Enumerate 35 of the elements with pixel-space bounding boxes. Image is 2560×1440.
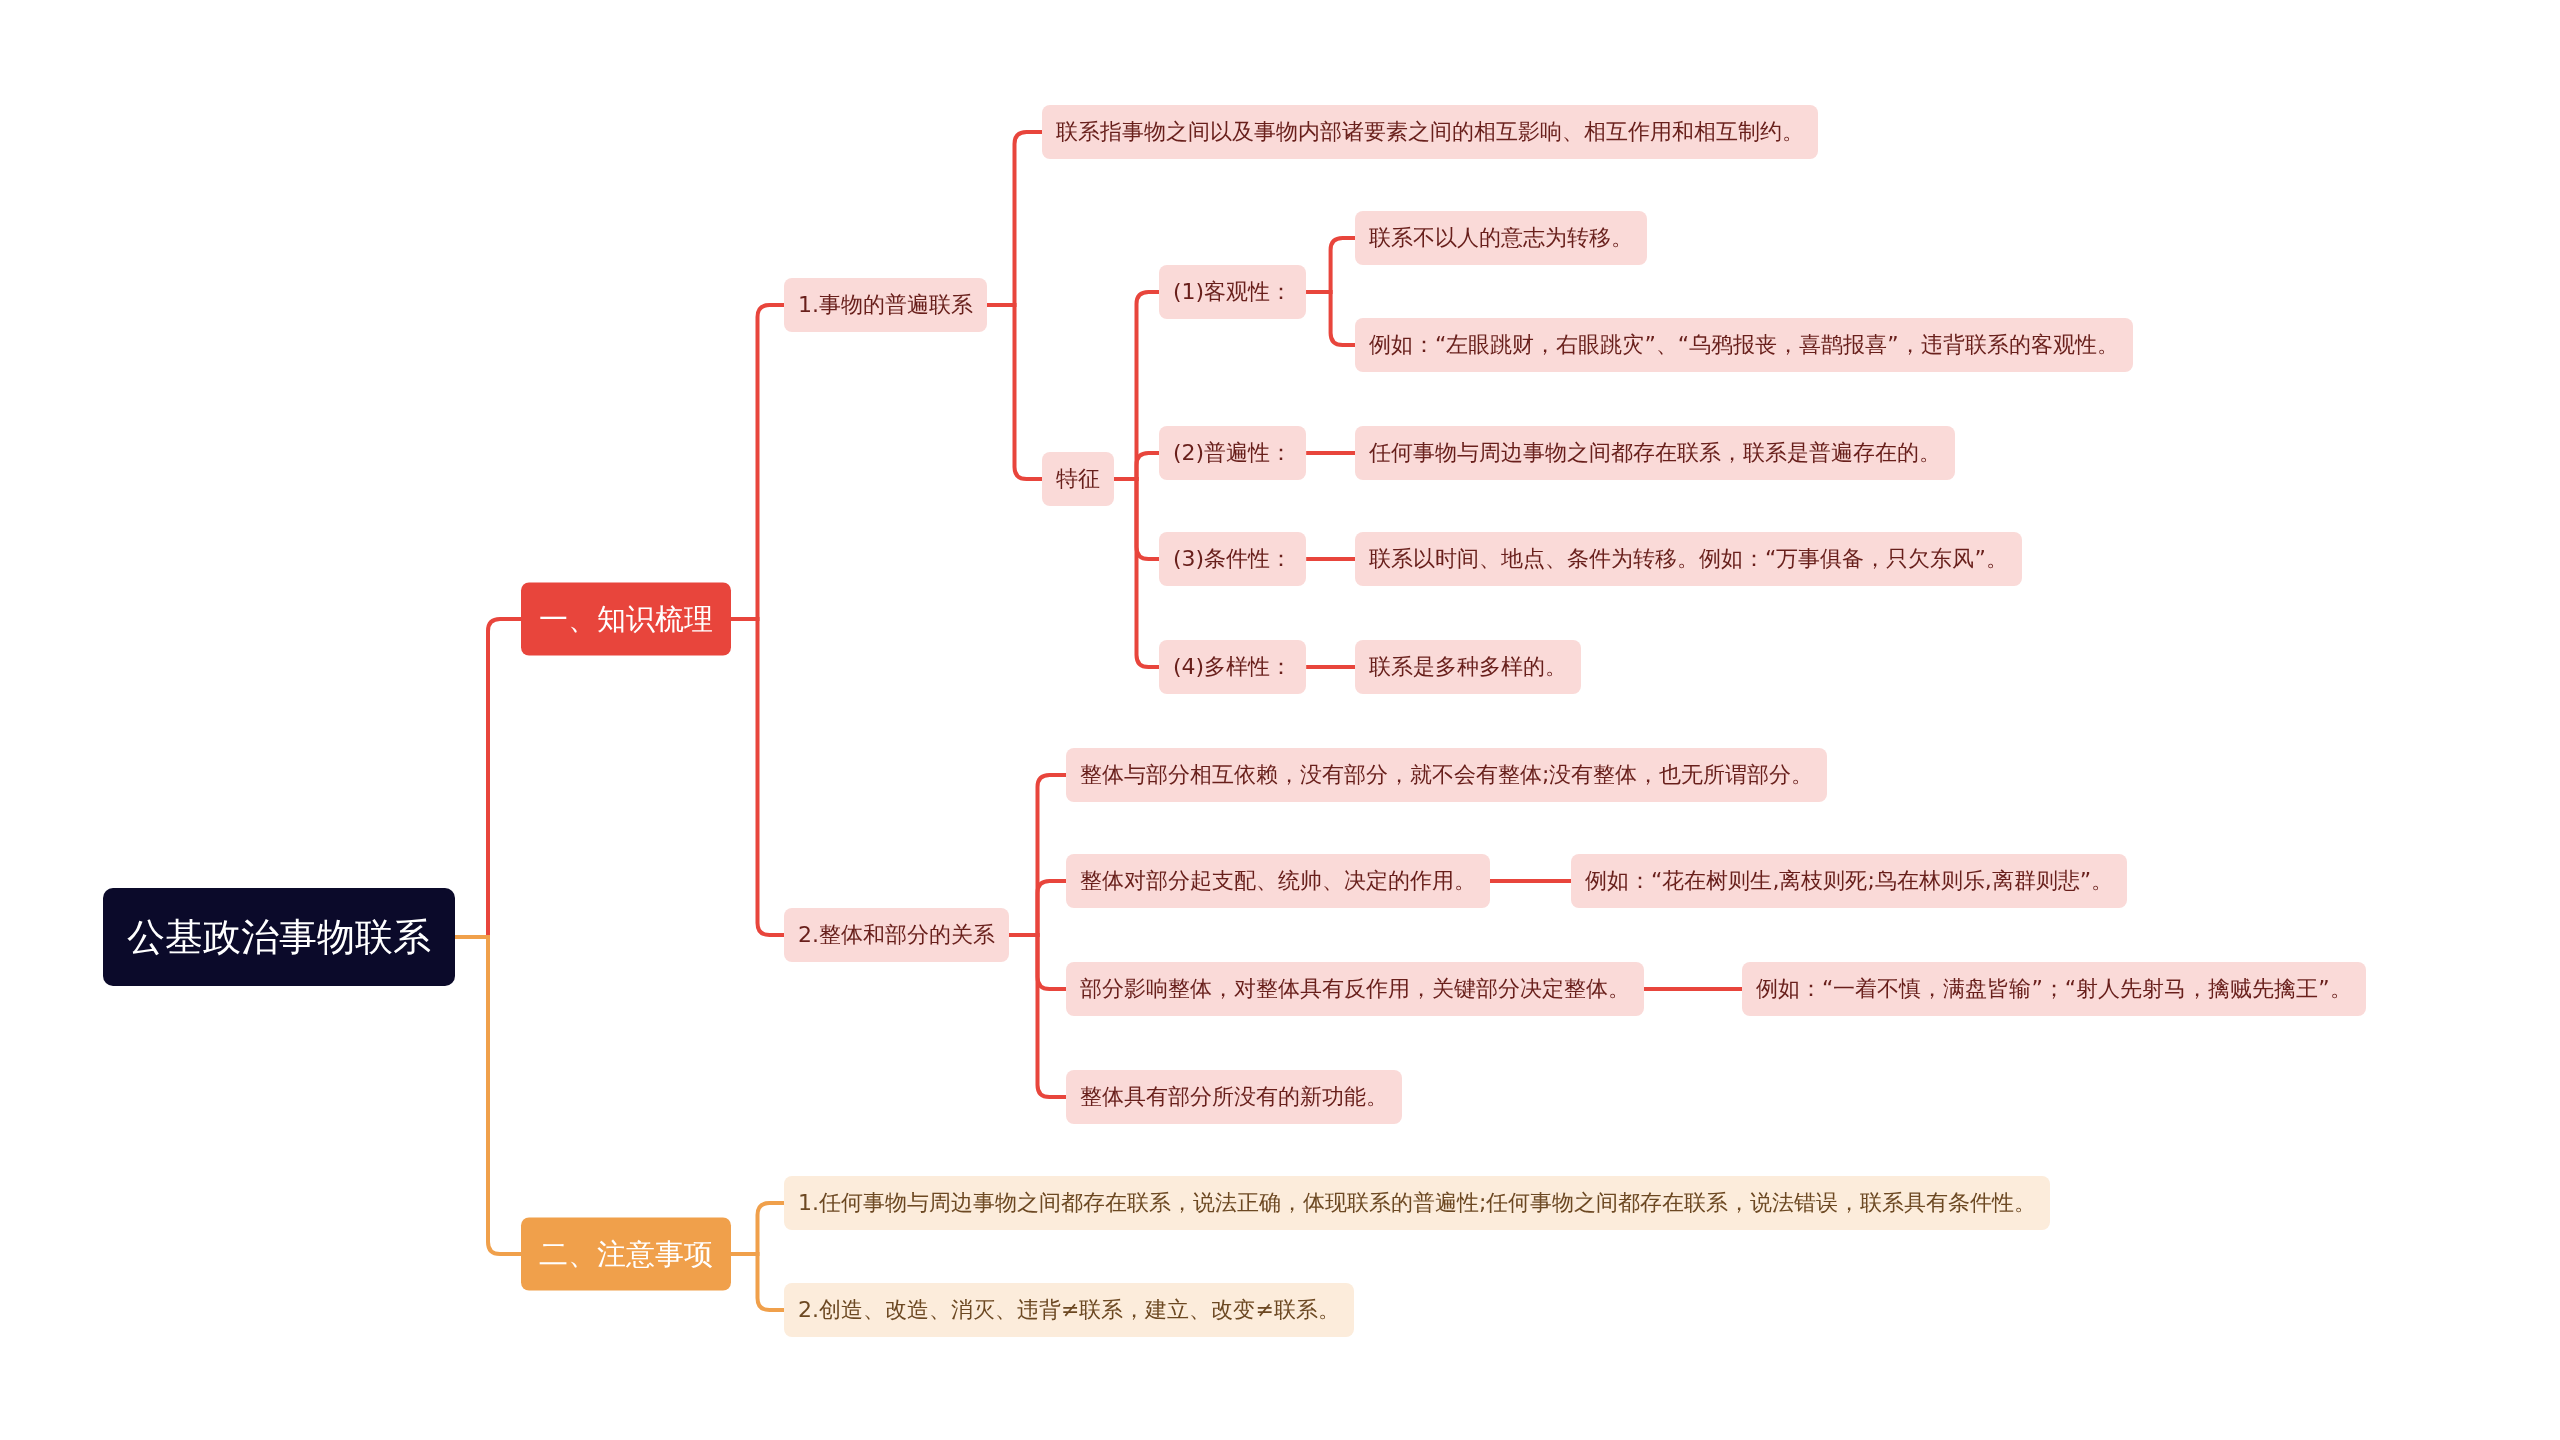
main-topic: 二、注意事项 [521, 1217, 731, 1291]
topic-box: 联系指事物之间以及事物内部诸要素之间的相互影响、相互作用和相互制约。 [1042, 105, 1818, 159]
topic-box: 整体与部分相互依赖，没有部分，就不会有整体;没有整体，也无所谓部分。 [1066, 748, 1828, 802]
connector-line [731, 1252, 784, 1312]
topic-box: (3)条件性： [1159, 532, 1307, 586]
main-topic: 一、知识梳理 [521, 582, 731, 656]
topic-box: 任何事物与周边事物之间都存在联系，联系是普遍存在的。 [1355, 426, 1955, 480]
topic-box: (4)多样性： [1159, 640, 1307, 694]
connector-line [731, 617, 784, 937]
connector-line [1306, 290, 1355, 347]
topic-box: 部分影响整体，对整体具有反作用，关键部分决定整体。 [1066, 962, 1644, 1016]
topic-box: 例如：“左眼跳财，右眼跳灾”、“乌鸦报丧，喜鹊报喜”，违背联系的客观性。 [1355, 318, 2133, 372]
connector-line [1306, 665, 1355, 669]
topic-box: 2.整体和部分的关系 [784, 908, 1009, 962]
topic-box: 1.任何事物与周边事物之间都存在联系，说法正确，体现联系的普遍性;任何事物之间都存在联系，说法错误，联系具有条件性。 [784, 1176, 2051, 1230]
topic-box: (1)客观性： [1159, 265, 1307, 319]
topic-box: 联系以时间、地点、条件为转移。例如：“万事俱备，只欠东风”。 [1355, 532, 2022, 586]
topic-box: 例如：“花在树则生,离枝则死;鸟在林则乐,离群则悲”。 [1571, 854, 2128, 908]
connector-line [1306, 557, 1355, 561]
topic-box: 联系不以人的意志为转移。 [1355, 211, 1647, 265]
connector-line [1009, 933, 1066, 1099]
connector-line [1490, 879, 1571, 883]
connector-line [1114, 477, 1159, 669]
connector-line [1644, 987, 1742, 991]
topic-box: 2.创造、改造、消灭、违背≠联系，建立、改变≠联系。 [784, 1283, 1354, 1337]
topic-box: 例如：“一着不慎，满盘皆输”；“射人先射马，擒贼先擒王”。 [1742, 962, 2366, 1016]
root-topic: 公基政治事物联系 [103, 888, 455, 986]
topic-box: 整体对部分起支配、统帅、决定的作用。 [1066, 854, 1490, 908]
topic-box: 特征 [1042, 452, 1114, 506]
topic-box: 1.事物的普遍联系 [784, 278, 987, 332]
connector-line [987, 303, 1042, 481]
topic-box: 整体具有部分所没有的新功能。 [1066, 1070, 1402, 1124]
connector-line [1306, 451, 1355, 455]
topic-box: 联系是多种多样的。 [1355, 640, 1581, 694]
topic-box: (2)普遍性： [1159, 426, 1307, 480]
